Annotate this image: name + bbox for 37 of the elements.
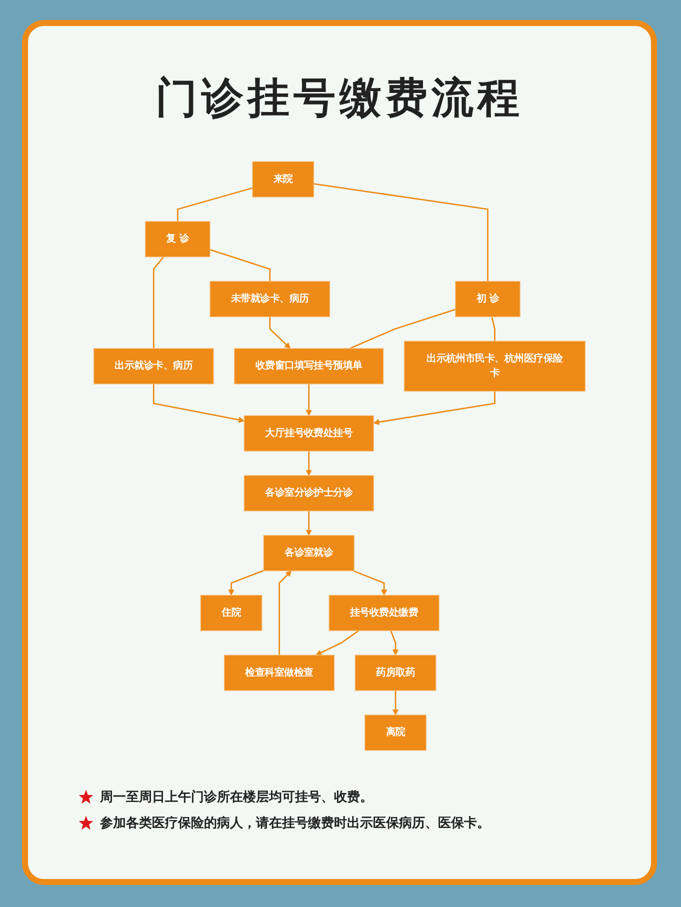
arrow xyxy=(278,570,292,656)
flowchart: 来院 复 诊 未带就诊卡、病历 初 诊 出示杭州市民卡、杭州医疗保险卡 出示就诊卡、病历 收费窗口填写挂号预填单 大厅挂号收费处挂号 各诊室分诊护士分诊 各诊室就诊 住院 挂号收费处缴费 检查科室做检查 药房取药 离院 xyxy=(48,156,631,756)
node-box xyxy=(234,348,384,384)
arrow xyxy=(306,384,312,416)
connector xyxy=(350,308,456,350)
connector xyxy=(176,187,253,222)
node-box xyxy=(244,475,374,512)
node-box xyxy=(455,280,520,318)
connector xyxy=(491,316,496,342)
title: 门诊挂号缴费流程 xyxy=(154,72,524,124)
connector xyxy=(210,249,271,282)
node-box xyxy=(244,415,374,452)
arrow xyxy=(152,384,244,423)
arrow xyxy=(373,391,496,426)
node-box xyxy=(404,340,586,392)
node-box xyxy=(354,654,436,691)
arrow xyxy=(316,630,360,656)
node-box xyxy=(210,280,330,318)
arrow xyxy=(353,570,388,596)
arrow xyxy=(306,451,312,476)
node-box xyxy=(252,161,314,198)
connector xyxy=(152,256,164,348)
arrow xyxy=(392,690,399,716)
arrow xyxy=(228,570,264,596)
node-box xyxy=(224,654,335,691)
node-box xyxy=(200,594,262,632)
note-text: 参加各类医疗保险的病人，请在挂号缴费时出示医保病历、医保卡。 xyxy=(100,814,490,832)
connector xyxy=(314,183,488,282)
node-box xyxy=(93,348,214,384)
arrow xyxy=(269,316,291,349)
node-box xyxy=(328,594,440,632)
node-box xyxy=(263,535,354,572)
arrow xyxy=(306,511,312,536)
node-box xyxy=(145,221,210,258)
arrow xyxy=(390,630,399,656)
note-text: 周一至周日上午门诊所在楼层均可挂号、收费。 xyxy=(100,788,373,806)
node-box xyxy=(364,714,426,751)
